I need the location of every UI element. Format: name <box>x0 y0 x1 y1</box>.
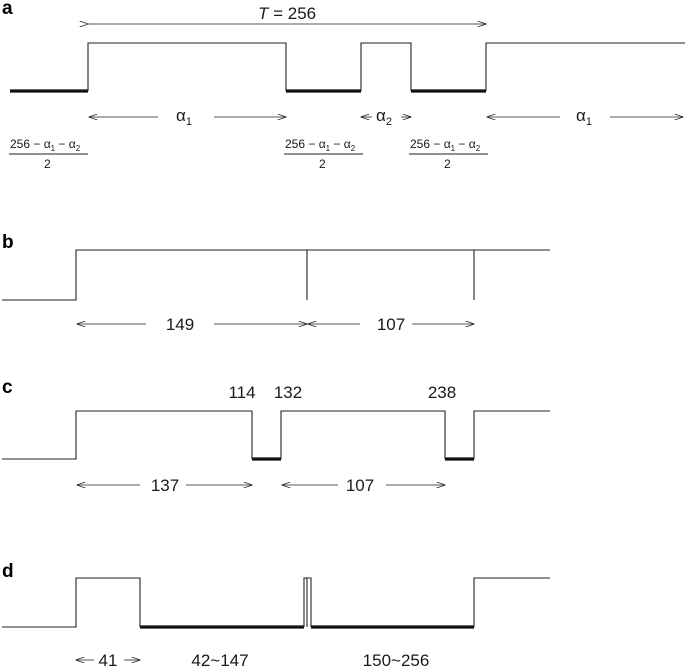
panel-b-label: b <box>2 232 14 253</box>
panel-a: a T = 256 α1 α2 α1 256 − α1 − α2 2 <box>2 0 685 171</box>
panel-d: d 41 42~147 150~256 <box>2 561 550 669</box>
high-pulse <box>87 42 287 91</box>
seg1-label: 137 <box>151 476 179 495</box>
seg1-label: 41 <box>99 651 118 669</box>
high-pulse <box>473 577 550 627</box>
seg2-label: 107 <box>346 476 374 495</box>
mark-238: 238 <box>428 383 456 402</box>
fraction-1: 256 − α1 − α2 2 <box>9 137 88 171</box>
high-pulse <box>280 410 446 459</box>
period-label: T = 256 <box>258 4 316 23</box>
svg-text:256 − α1 − α2: 256 − α1 − α2 <box>410 137 481 153</box>
svg-text:2: 2 <box>319 157 326 171</box>
svg-text:256 − α1 − α2: 256 − α1 − α2 <box>10 137 81 153</box>
fraction-3: 256 − α1 − α2 2 <box>409 137 488 171</box>
seg3-label: 150~256 <box>363 651 430 669</box>
alpha1-label: α1 <box>176 106 192 128</box>
high-pulse <box>2 249 550 301</box>
mark-114: 114 <box>228 383 255 402</box>
waveform-a <box>10 42 685 93</box>
waveform-c <box>2 410 550 461</box>
high-pulse <box>473 410 550 459</box>
svg-text:2: 2 <box>44 157 51 171</box>
panel-a-label: a <box>2 0 13 19</box>
seg1-label: 149 <box>166 315 194 334</box>
alpha2-label: α2 <box>376 106 392 128</box>
high-pulse <box>2 410 253 460</box>
svg-text:256 − α1 − α2: 256 − α1 − α2 <box>285 137 356 153</box>
alpha1-label-2: α1 <box>576 106 592 128</box>
panel-c: c 114 132 238 137 107 <box>2 377 550 495</box>
high-pulse <box>360 42 412 91</box>
waveform-d <box>2 577 550 629</box>
mark-132: 132 <box>274 383 302 402</box>
panel-d-label: d <box>2 561 14 582</box>
high-pulse <box>485 42 685 91</box>
seg2-label: 42~147 <box>191 651 248 669</box>
fraction-2: 256 − α1 − α2 2 <box>284 137 363 171</box>
panel-c-label: c <box>2 377 13 398</box>
seg2-label: 107 <box>377 315 405 334</box>
waveform-b <box>2 249 550 301</box>
svg-text:2: 2 <box>444 157 451 171</box>
panel-b: b 149 107 <box>2 232 550 334</box>
high-pulse <box>2 577 141 628</box>
